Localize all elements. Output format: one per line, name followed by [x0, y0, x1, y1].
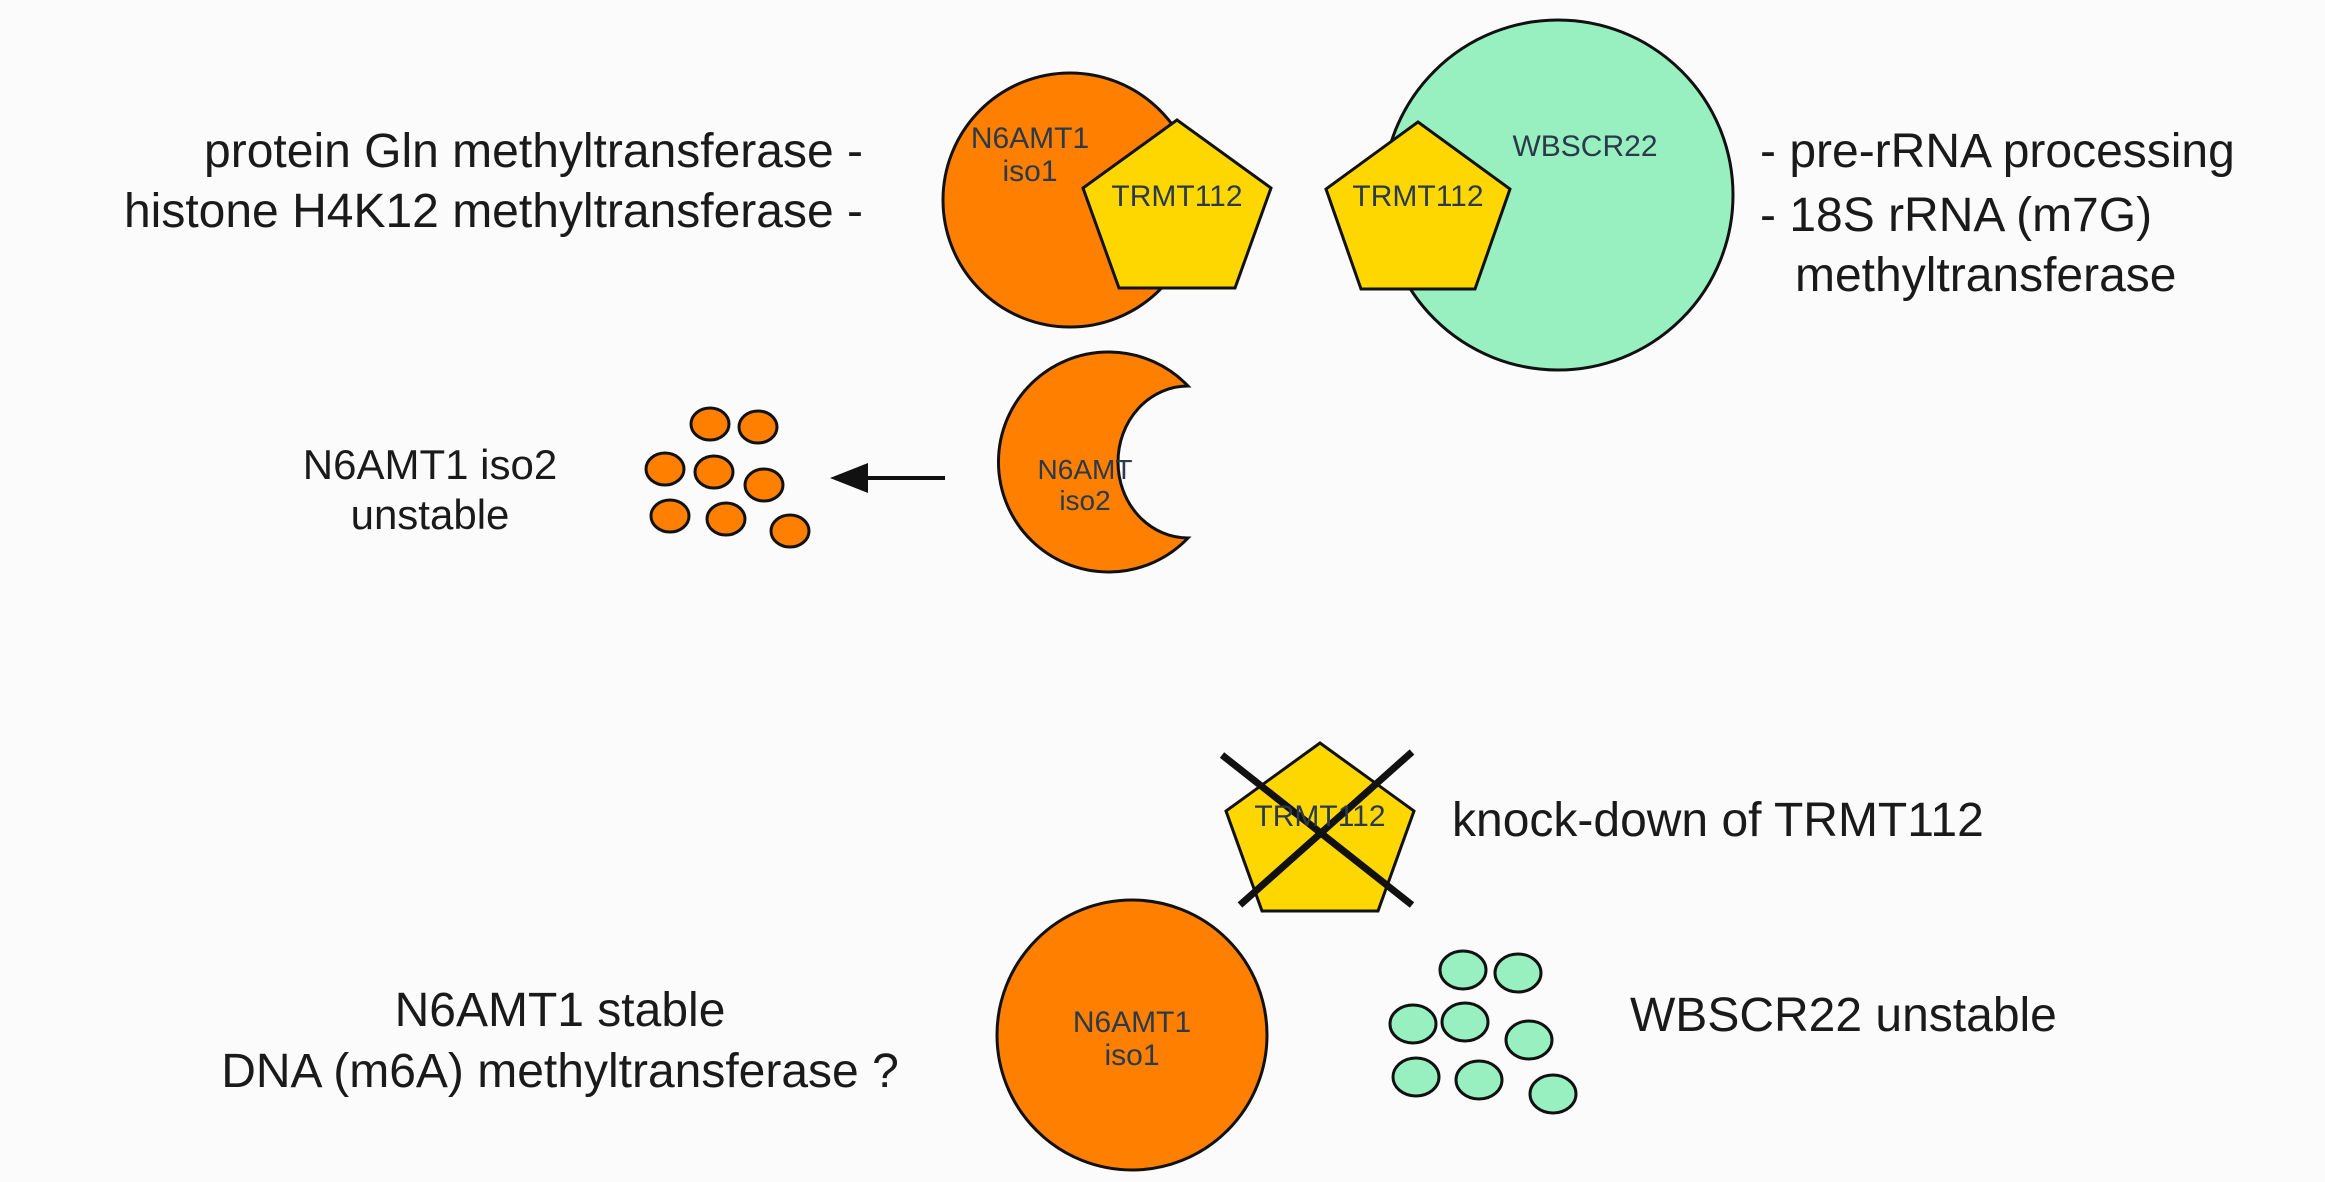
- trmt112-pentagon-top-right: [1324, 120, 1512, 291]
- wbscr22-fragment: [1493, 952, 1543, 994]
- iso2-fragment: [769, 513, 811, 549]
- n6amt1-iso1-name-bottom: N6AMT1: [1072, 1006, 1192, 1039]
- wbscr22-label-top: WBSCR22: [1512, 130, 1658, 163]
- trmt112-label-knockdown: TRMT112: [1254, 800, 1386, 833]
- iso2-caption-line-2: unstable: [350, 491, 510, 539]
- degradation-arrow-head: [830, 463, 868, 493]
- cross-line: [1237, 749, 1415, 908]
- wbscr22-fragment: [1391, 1056, 1441, 1098]
- bottom-left-labels: N6AMT1 stable DNA (m6A) methyltransferas…: [140, 984, 980, 1099]
- trmt112-label-top-right: TRMT112: [1352, 180, 1484, 213]
- iso2-caption-line-1: N6AMT1 iso2: [302, 441, 558, 488]
- wbscr22-fragment: [1504, 1019, 1554, 1061]
- iso2-fragment: [649, 498, 691, 534]
- bottom-left-label-2: DNA (m6A) methyltransferase ?: [221, 1044, 899, 1098]
- cross-line: [1219, 752, 1415, 908]
- n6amt-iso2-circle: [996, 350, 1192, 574]
- n6amt-iso2-isoform: iso2: [1059, 484, 1111, 516]
- n6amt1-iso1-isoform-bottom: iso1: [1104, 1039, 1160, 1072]
- top-right-label-1: - pre-rRNA processing: [1760, 125, 2235, 178]
- iso2-caption: N6AMT1 iso2 unstable: [250, 441, 610, 539]
- bottom-left-label-1: N6AMT1 stable: [394, 984, 726, 1037]
- wbscr22-fragment: [1454, 1059, 1504, 1101]
- wbscr22-fragment: [1388, 1003, 1438, 1045]
- n6amt1-iso1-circle-bottom: [995, 898, 1269, 1172]
- bottom-right-label: WBSCR22 unstable: [1630, 989, 2057, 1042]
- n6amt-iso2-label: N6AMT iso2: [1025, 454, 1145, 517]
- n6amt1-iso1-label-top: N6AMT1 iso1: [970, 122, 1090, 188]
- n6amt1-iso1-isoform: iso1: [1002, 155, 1058, 188]
- iso2-fragment: [737, 409, 779, 445]
- iso2-fragment: [693, 454, 735, 490]
- wbscr22-fragment: [1528, 1073, 1578, 1115]
- n6amt1-iso1-name: N6AMT1: [970, 122, 1090, 155]
- n6amt1-iso1-label-bottom: N6AMT1 iso1: [1072, 1006, 1192, 1072]
- top-left-label-2: histone H4K12 methyltransferase -: [123, 185, 863, 238]
- iso2-fragments: [644, 406, 811, 549]
- wbscr22-fragment: [1440, 1001, 1490, 1043]
- trmt112-label-top-left: TRMT112: [1111, 180, 1243, 213]
- wbscr22-fragment: [1438, 949, 1488, 991]
- iso2-fragment: [705, 501, 747, 537]
- wbscr22-fragments: [1388, 949, 1578, 1115]
- iso2-fragment: [644, 451, 686, 487]
- iso2-fragment: [743, 467, 785, 503]
- n6amt-iso2-name: N6AMT: [1037, 454, 1133, 485]
- knockdown-label: knock-down of TRMT112: [1452, 794, 1984, 847]
- top-right-label-3: methyltransferase: [1795, 249, 2177, 302]
- top-left-label-1: protein Gln methyltransferase -: [204, 125, 863, 178]
- top-right-label-2: - 18S rRNA (m7G): [1760, 189, 2153, 242]
- iso2-fragment: [689, 406, 731, 442]
- trmt112-pentagon-top-left: [1081, 118, 1273, 290]
